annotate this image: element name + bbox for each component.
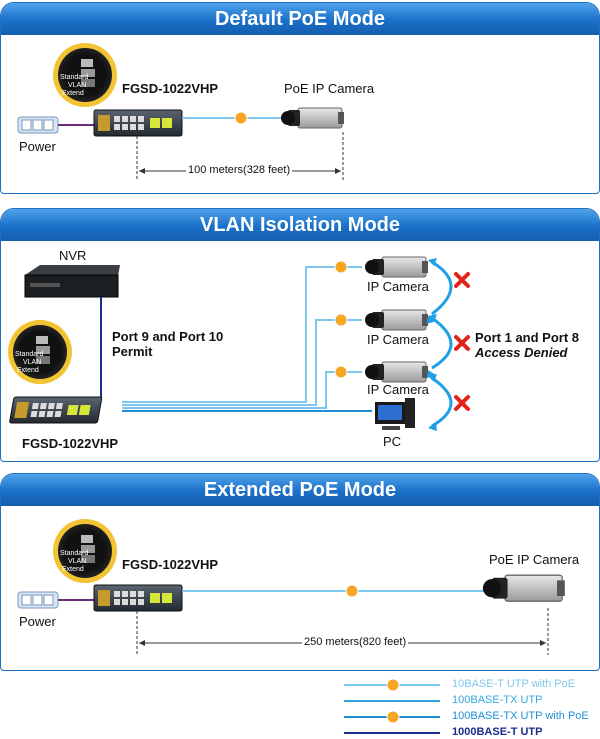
- legend-lines: [344, 684, 440, 734]
- pc-computer: [375, 398, 415, 430]
- ip-camera-1-label: IP Camera: [367, 279, 429, 294]
- default-poe-marker: [234, 111, 248, 125]
- panel-title: VLAN Isolation Mode: [1, 209, 599, 241]
- extended-switch: [93, 584, 183, 612]
- nvr-label: NVR: [59, 248, 87, 263]
- default-arrowhead-left: [139, 168, 145, 174]
- default-switch: [93, 109, 183, 137]
- denied-label-line1: Port 1 and Port 8: [475, 330, 580, 345]
- nvr-device: [24, 265, 120, 298]
- extended-distance-label: 250 meters(820 feet): [302, 636, 409, 648]
- permit-label-line2: Permit: [112, 344, 153, 359]
- vlan-cables: [122, 266, 372, 412]
- vlan-badge-extend: Extend: [17, 367, 39, 374]
- panel-title: Default PoE Mode: [1, 3, 599, 35]
- extended-arrowhead-right: [540, 640, 546, 646]
- ip-camera-2: [364, 309, 429, 331]
- vlan-device-label: FGSD-1022VHP: [22, 436, 119, 451]
- extended-poe-camera: [482, 574, 566, 602]
- default-badge-standard: Standard: [60, 74, 89, 81]
- ip-camera-1: [364, 256, 429, 278]
- denied-arrows: [431, 260, 453, 428]
- permit-label-line1: Port 9 and Port 10: [112, 329, 224, 344]
- vlan-badge-standard: Standard: [15, 351, 44, 358]
- extended-power-strip: [17, 591, 59, 609]
- extended-arrowhead-left: [139, 640, 145, 646]
- default-distance-label: 100 meters(328 feet): [186, 164, 293, 176]
- extended-badge-extend: Extend: [62, 566, 84, 573]
- extended-device-label: FGSD-1022VHP: [122, 557, 219, 572]
- deny-x-icon: [454, 272, 470, 411]
- default-device-label: FGSD-1022VHP: [122, 81, 219, 96]
- pc-label: PC: [383, 434, 402, 449]
- vlan-switch: [8, 396, 103, 424]
- default-arrowhead-right: [335, 168, 341, 174]
- extended-poe-panel: Extended PoE Mode: [0, 473, 600, 671]
- extended-badge-standard: Standard: [60, 550, 89, 557]
- legend-10base-t-poe: 10BASE-T UTP with PoE: [452, 678, 576, 690]
- default-poe-camera: [280, 107, 345, 129]
- denied-arrowheads: [427, 258, 437, 431]
- ip-camera-3: [364, 361, 429, 383]
- extended-badge-vlan: VLAN: [68, 558, 86, 565]
- legend-poe-marker-1: [386, 678, 400, 692]
- extended-camera-label: PoE IP Camera: [489, 552, 580, 567]
- vlan-badge-vlan: VLAN: [23, 359, 41, 366]
- ip-camera-2-label: IP Camera: [367, 332, 429, 347]
- legend-1000base-t: 1000BASE-T UTP: [452, 726, 543, 738]
- default-badge-vlan: VLAN: [68, 82, 86, 89]
- vlan-poe-marker-3: [334, 365, 348, 379]
- default-camera-label: PoE IP Camera: [284, 81, 375, 96]
- legend-100base-tx: 100BASE-TX UTP: [452, 694, 543, 706]
- default-power-label: Power: [19, 139, 56, 154]
- legend-100base-tx-poe: 100BASE-TX UTP with PoE: [452, 710, 589, 722]
- extended-power-label: Power: [19, 614, 56, 629]
- vlan-poe-marker-1: [334, 260, 348, 274]
- ip-camera-3-label: IP Camera: [367, 382, 429, 397]
- extended-poe-marker: [345, 584, 359, 598]
- denied-label-line2: Access Denied: [475, 345, 568, 360]
- default-power-strip: [17, 116, 59, 134]
- legend-poe-marker-2: [386, 710, 400, 724]
- panel-title: Extended PoE Mode: [1, 474, 599, 506]
- default-badge-extend: Extend: [62, 90, 84, 97]
- vlan-poe-marker-2: [334, 313, 348, 327]
